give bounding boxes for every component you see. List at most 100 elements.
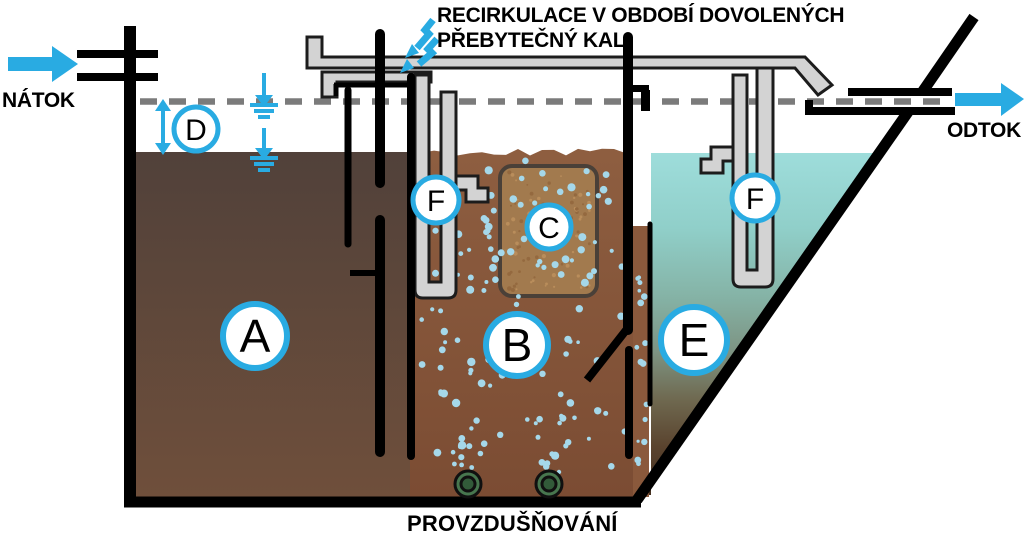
- bubble: [569, 258, 575, 263]
- bubble: [430, 307, 435, 312]
- carrier-speckle: [553, 285, 556, 288]
- airlift-pump-e-inlet: [699, 145, 735, 175]
- carrier-speckle: [519, 219, 524, 224]
- bubble: [469, 426, 474, 431]
- bubble: [556, 188, 564, 196]
- carrier-speckle: [513, 251, 518, 256]
- carrier-speckle: [505, 221, 510, 226]
- marker-c: C: [524, 202, 574, 252]
- carrier-speckle: [516, 198, 519, 201]
- carrier-speckle: [588, 209, 591, 212]
- bubble: [535, 263, 540, 268]
- zone-markers: A B E C D F F: [171, 104, 781, 379]
- bubble: [450, 449, 456, 455]
- bubble: [418, 361, 426, 368]
- carrier-speckle: [510, 204, 512, 207]
- tank-structure: [77, 13, 979, 508]
- marker-d: D: [171, 104, 221, 154]
- bubble: [507, 248, 515, 256]
- carrier-speckle: [587, 242, 591, 246]
- bubble: [451, 398, 461, 408]
- bubble: [477, 450, 484, 457]
- partition-branch-horizontal: [633, 85, 649, 92]
- carrier-speckle: [551, 273, 557, 278]
- bubble: [567, 339, 573, 344]
- label-outflow: ODTOK: [947, 119, 1021, 142]
- bubble: [572, 415, 577, 421]
- carrier-speckle: [530, 281, 533, 284]
- bubble: [458, 435, 466, 442]
- carrier-speckle: [529, 198, 533, 202]
- bubble: [586, 272, 594, 280]
- bubble: [567, 183, 576, 192]
- text-labels: RECIRKULACE V OBDOBÍ DOVOLENÝCH PŘEBYTEČ…: [2, 3, 1021, 536]
- carrier-speckle: [515, 288, 518, 291]
- bubble: [490, 207, 497, 214]
- bubble: [578, 233, 587, 242]
- marker-e-letter: E: [679, 314, 710, 366]
- partition-b-e-deflector: [583, 326, 631, 383]
- bubble: [537, 258, 543, 265]
- bubble: [636, 275, 642, 280]
- carrier-speckle: [578, 217, 582, 221]
- carrier-speckle: [533, 276, 536, 279]
- bubble: [467, 357, 476, 367]
- bubble: [551, 261, 559, 269]
- flow-symbols: [8, 17, 1024, 172]
- bubble: [586, 436, 591, 441]
- bubble: [602, 171, 610, 179]
- bubble: [477, 379, 486, 388]
- bubble: [468, 371, 473, 376]
- water-level-min-icon: [250, 128, 278, 172]
- bubble: [489, 263, 497, 272]
- bubble: [566, 399, 575, 407]
- bubble: [637, 288, 642, 293]
- bubble: [561, 255, 570, 264]
- marker-f-aeration: F: [410, 174, 462, 226]
- bubble: [516, 294, 521, 299]
- carrier-speckle: [526, 184, 529, 186]
- marker-b: B: [483, 311, 551, 379]
- bubble: [563, 443, 569, 449]
- bubble: [473, 417, 480, 424]
- marker-f-right-letter: F: [746, 183, 764, 216]
- carrier-speckle: [578, 192, 583, 197]
- carrier-speckle: [518, 245, 521, 249]
- carrier-speckle: [512, 284, 517, 288]
- excess-sludge-pipe: [320, 70, 433, 99]
- carrier-speckle: [587, 284, 591, 287]
- bubble: [443, 340, 448, 345]
- bubble: [467, 274, 474, 281]
- carrier-speckle: [531, 279, 535, 282]
- bubble: [575, 305, 583, 313]
- bubble: [438, 346, 446, 354]
- carrier-speckle: [515, 241, 519, 246]
- bubble: [557, 420, 562, 426]
- marker-f-left-letter: F: [427, 185, 445, 218]
- bubble: [608, 463, 615, 470]
- bubble: [458, 454, 465, 461]
- aerators: [453, 469, 564, 499]
- label-aeration: PROVZDUŠŇOVÁNÍ: [407, 511, 618, 536]
- water-level-max-icon: [250, 73, 278, 119]
- sloped-wall-lower: [632, 108, 913, 504]
- label-inflow: NÁTOK: [2, 89, 75, 112]
- bubble: [513, 301, 520, 308]
- bubble: [480, 440, 488, 448]
- bubble: [457, 441, 467, 450]
- marker-b-letter: B: [502, 319, 533, 371]
- bubble: [481, 288, 487, 293]
- inlet-flange-top: [77, 50, 158, 58]
- bubble: [604, 197, 612, 205]
- marker-f-settler: F: [729, 172, 781, 224]
- bubble: [559, 414, 567, 422]
- outflow-arrow-icon: [955, 83, 1024, 116]
- bubble: [437, 364, 444, 371]
- carrier-speckle: [582, 203, 584, 206]
- bubble: [642, 416, 648, 423]
- carrier-speckle: [544, 284, 547, 287]
- bubble: [585, 191, 591, 197]
- bubble: [592, 240, 598, 245]
- carrier-speckle: [575, 234, 578, 237]
- carrier-speckle: [514, 202, 517, 205]
